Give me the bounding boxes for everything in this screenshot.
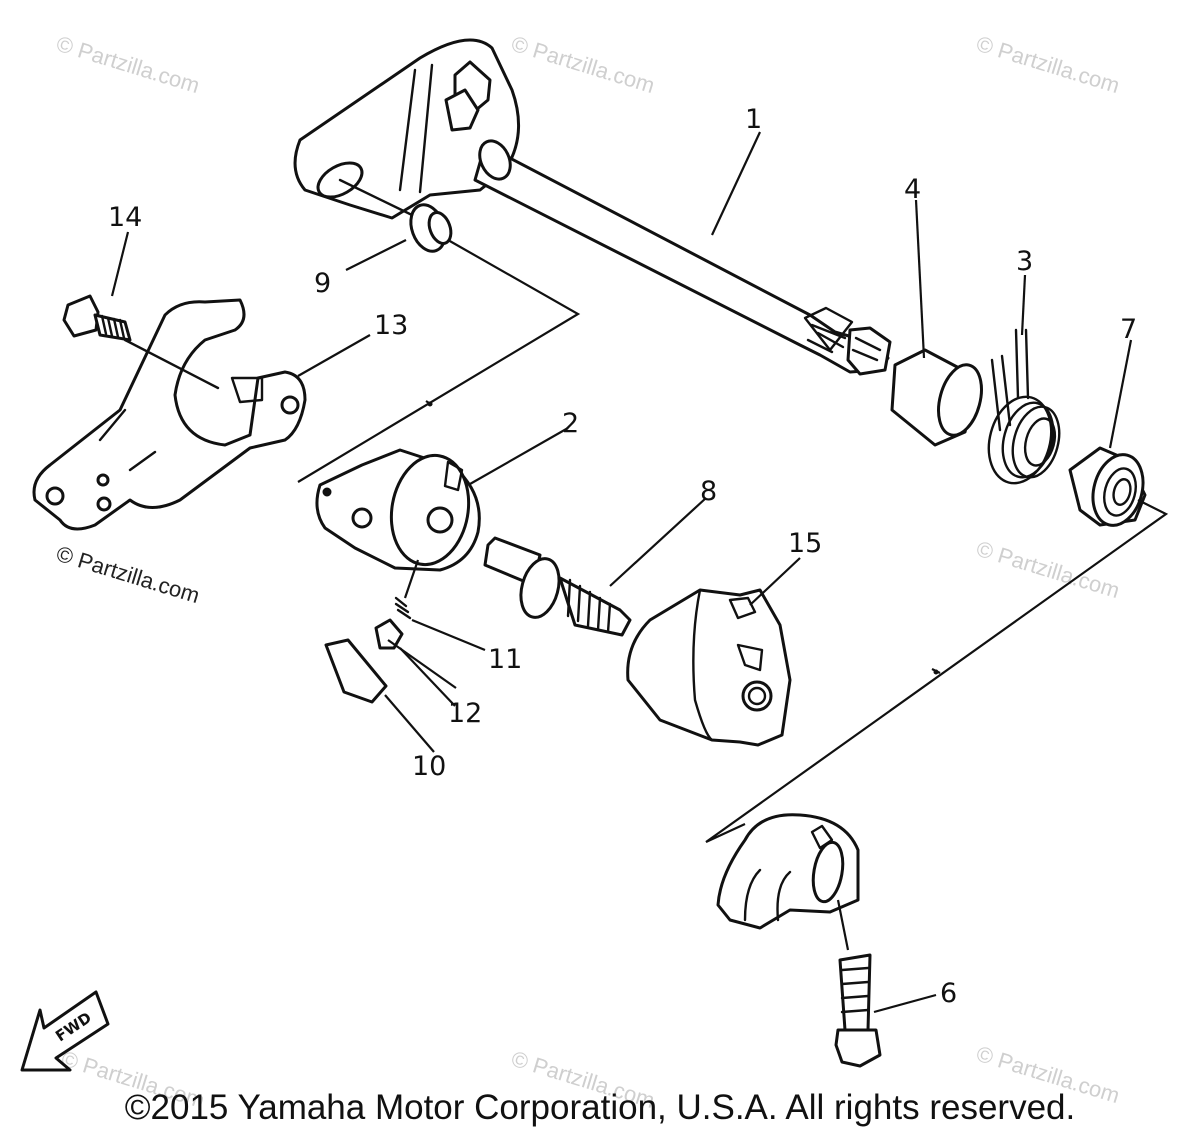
callout-3: 3 xyxy=(1016,246,1033,277)
callout-14: 14 xyxy=(108,202,142,233)
plate-part-13 xyxy=(32,298,307,531)
shift-arm-part-2 xyxy=(315,448,481,572)
assembly-lines xyxy=(297,239,1169,951)
seal-part-7 xyxy=(1068,446,1147,527)
callout-12: 12 xyxy=(448,698,482,729)
watermark-text: © Partzilla.com xyxy=(54,541,203,608)
callout-4: 4 xyxy=(904,174,921,205)
small-parts-10-11-12 xyxy=(324,596,412,704)
callout-13: 13 xyxy=(374,310,408,341)
callout-numbers: 1 2 3 4 6 7 8 9 10 11 12 13 14 15 xyxy=(108,104,1137,1009)
segment-part-15 xyxy=(626,588,792,747)
watermark-text: © Partzilla.com xyxy=(54,31,203,98)
watermark-text: © Partzilla.com xyxy=(974,31,1123,98)
watermark-text: © Partzilla.com xyxy=(974,536,1123,603)
callout-8: 8 xyxy=(700,476,717,507)
callout-15: 15 xyxy=(788,528,822,559)
shift-shaft xyxy=(293,38,892,376)
watermarks: © Partzilla.com © Partzilla.com © Partzi… xyxy=(54,31,1123,1113)
copyright-notice: ©2015 Yamaha Motor Corporation, U.S.A. A… xyxy=(124,1088,1076,1127)
collar-part-4 xyxy=(890,348,983,447)
callout-2: 2 xyxy=(562,408,579,439)
lower-shift-arm xyxy=(716,813,882,1068)
callout-9: 9 xyxy=(314,268,331,299)
bolt-part-14 xyxy=(62,294,220,390)
torsion-spring-part-3 xyxy=(987,328,1061,485)
callout-11: 11 xyxy=(488,644,522,675)
callout-6: 6 xyxy=(940,978,957,1009)
callout-10: 10 xyxy=(412,751,446,782)
washer-part-9 xyxy=(338,178,453,253)
callout-7: 7 xyxy=(1120,314,1137,345)
watermark-text: © Partzilla.com xyxy=(509,31,658,98)
callout-1: 1 xyxy=(745,104,762,135)
leader-lines xyxy=(110,131,1133,1014)
shaft-part-8 xyxy=(483,536,632,637)
